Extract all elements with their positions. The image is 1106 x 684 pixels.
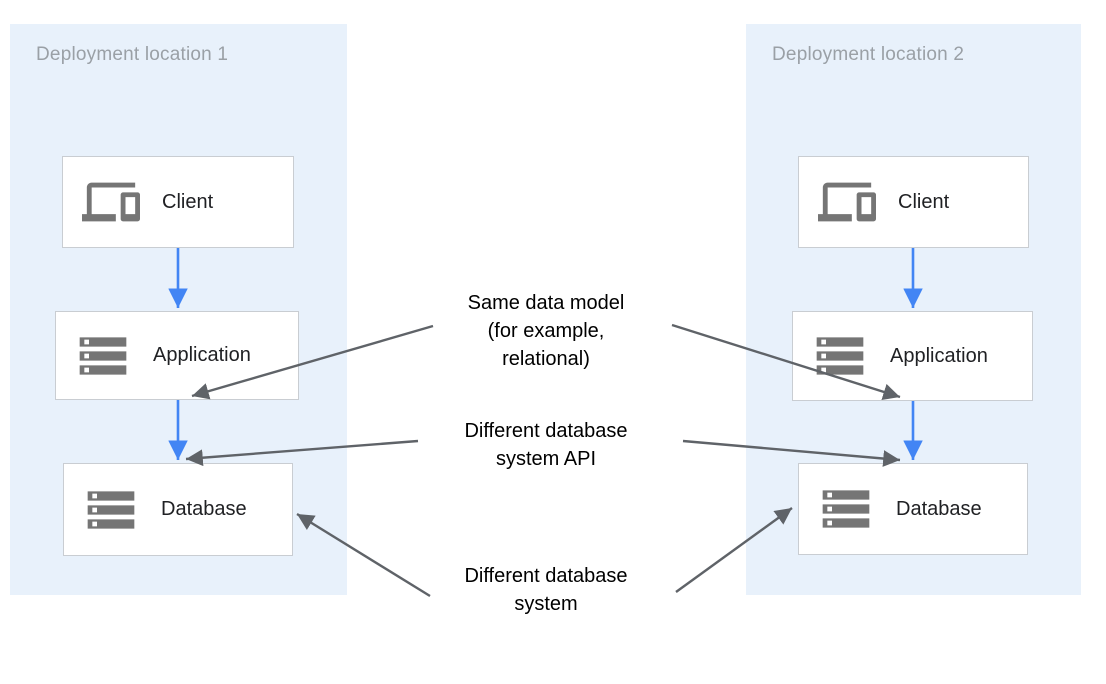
deployment-location-1-title: Deployment location 1 (36, 44, 229, 65)
client-label: Client (162, 190, 214, 213)
application-label: Application (153, 344, 251, 366)
database-box-left: Database (63, 463, 293, 556)
annotation-same-data-model: Same data model (for example, relational… (416, 289, 676, 373)
annotation-line: Same data model (467, 292, 625, 314)
storage-icon (75, 328, 131, 384)
database-box-right: Database (798, 463, 1028, 555)
client-box-left: Client (62, 156, 294, 248)
application-box-left: Application (55, 311, 299, 400)
annotation-line: relational) (502, 348, 590, 370)
annotation-line: (for example, (487, 320, 605, 342)
client-label: Client (898, 190, 950, 213)
application-box-right: Application (792, 311, 1033, 401)
annotation-different-db-api: Different database system API (416, 417, 676, 473)
client-box-right: Client (798, 156, 1029, 248)
annotation-line: Different database (464, 420, 628, 442)
annotation-line: system API (495, 448, 597, 470)
devices-icon (82, 173, 140, 231)
database-label: Database (161, 498, 247, 520)
storage-icon (818, 481, 874, 537)
annotation-different-db-system: Different database system (416, 562, 676, 618)
annotation-line: system (514, 593, 578, 615)
devices-icon (818, 173, 876, 231)
deployment-location-2-title: Deployment location 2 (772, 44, 965, 65)
database-label: Database (896, 497, 982, 520)
storage-icon (83, 482, 139, 538)
storage-icon (812, 328, 868, 384)
application-label: Application (890, 344, 988, 367)
annotation-line: Different database (464, 565, 628, 587)
